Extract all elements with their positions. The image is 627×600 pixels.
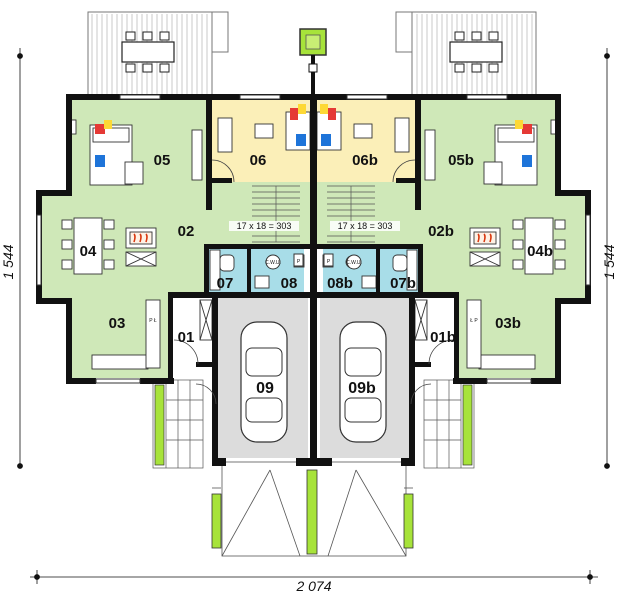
- boiler-label-left: C.W.U.: [265, 260, 281, 266]
- entrance-steps: [152, 379, 475, 469]
- room-label-03: 03: [109, 315, 126, 332]
- dimension-lines: [17, 48, 610, 584]
- driveway: [211, 461, 414, 557]
- dimension-bottom: 2 074: [295, 578, 331, 594]
- room-label-08b: 08b: [327, 275, 353, 292]
- room-label-06b: 06b: [352, 152, 378, 169]
- room-label-07: 07: [217, 275, 234, 292]
- p-label-left: P: [297, 259, 301, 265]
- kitchen-appliance-left: P Ł: [149, 318, 157, 324]
- room-label-03b: 03b: [495, 315, 521, 332]
- room-label-02b: 02b: [428, 223, 454, 240]
- stair-label-left: 17 x 18 = 303: [237, 221, 292, 231]
- room-label-01: 01: [178, 329, 195, 346]
- room-label-09: 09: [256, 380, 274, 397]
- furniture: [61, 104, 566, 370]
- terrace-left: [87, 11, 229, 97]
- door-swings: [173, 159, 454, 405]
- chimney: [299, 28, 327, 95]
- stair-labels: 17 x 18 = 303 17 x 18 = 303: [229, 221, 400, 231]
- room-label-01b: 01b: [430, 329, 456, 346]
- room-label-04: 04: [80, 243, 97, 260]
- dimension-left: 1 544: [0, 244, 16, 279]
- kitchen-appliance-right: Ł P: [470, 318, 478, 324]
- dining-set-terrace-right: [449, 31, 503, 73]
- car-left: [240, 321, 288, 443]
- room-label-05b: 05b: [448, 152, 474, 169]
- stairs: [252, 185, 375, 243]
- room-label-06: 06: [250, 152, 267, 169]
- terrace-right: [395, 11, 537, 97]
- room-label-08: 08: [281, 275, 298, 292]
- utility-fixtures: C.W.U. P C.W.U. P P Ł Ł P: [149, 253, 478, 324]
- boiler-label-right: C.W.U.: [346, 260, 362, 266]
- car-right: [339, 321, 387, 443]
- room-label-02: 02: [178, 223, 195, 240]
- room-labels: 05 06 06b 05b 02 02b 04 04b 07 08 08b 07…: [80, 152, 553, 397]
- room-label-07b: 07b: [390, 275, 416, 292]
- stair-label-right: 17 x 18 = 303: [338, 221, 393, 231]
- windows: [36, 94, 591, 384]
- dining-set-terrace-left: [121, 31, 175, 73]
- room-label-05: 05: [154, 152, 171, 169]
- dimension-right: 1 544: [601, 244, 617, 279]
- p-label-right: P: [327, 259, 331, 265]
- room-label-04b: 04b: [527, 243, 553, 260]
- room-label-09b: 09b: [348, 380, 376, 397]
